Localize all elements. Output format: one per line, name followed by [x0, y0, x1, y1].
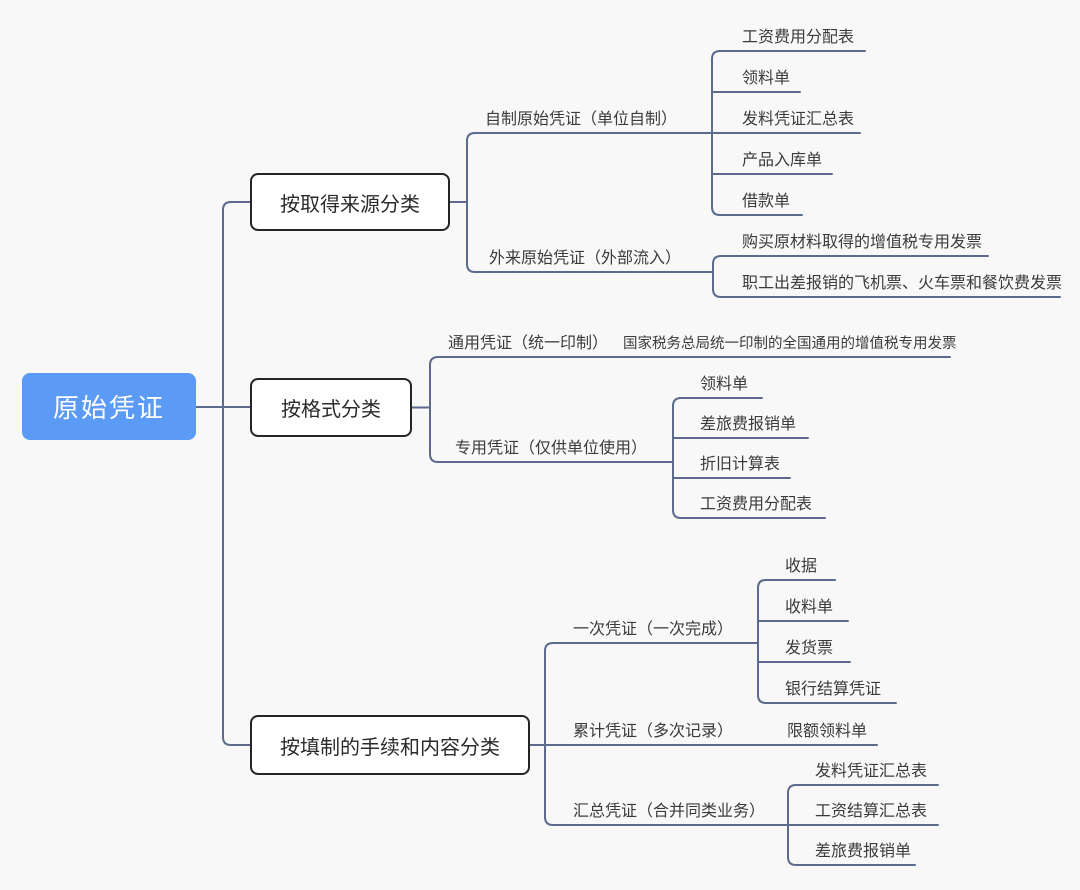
leaf-label[interactable]: 购买原材料取得的增值税专用发票: [742, 234, 983, 251]
branch-topic[interactable]: 按格式分类: [250, 378, 412, 437]
leaf-label[interactable]: 折旧计算表: [700, 456, 781, 473]
branch-topic[interactable]: 按取得来源分类: [250, 173, 450, 231]
subtopic-label[interactable]: 专用凭证（仅供单位使用）: [455, 440, 648, 457]
root-topic[interactable]: 原始凭证: [22, 373, 196, 440]
leaf-label[interactable]: 领料单: [742, 70, 791, 87]
branch-topic[interactable]: 按填制的手续和内容分类: [250, 715, 530, 775]
leaf-label[interactable]: 发料凭证汇总表: [815, 763, 928, 780]
leaf-label[interactable]: 工资费用分配表: [700, 496, 813, 513]
leaf-label[interactable]: 限额领料单: [787, 723, 868, 740]
subtopic-label[interactable]: 累计凭证（多次记录）: [573, 723, 734, 740]
subtopic-label[interactable]: 自制原始凭证（单位自制）: [485, 111, 678, 128]
subtopic-label[interactable]: 外来原始凭证（外部流入）: [489, 250, 682, 267]
leaf-label[interactable]: 工资结算汇总表: [815, 803, 928, 820]
leaf-label[interactable]: 差旅费报销单: [815, 843, 912, 860]
connector-path: [195, 50, 1061, 866]
subtopic-label[interactable]: 通用凭证（统一印制）: [448, 335, 609, 352]
leaf-label[interactable]: 发料凭证汇总表: [742, 111, 855, 128]
leaf-label[interactable]: 职工出差报销的飞机票、火车票和餐饮费发票: [742, 275, 1063, 292]
leaf-label[interactable]: 工资费用分配表: [742, 29, 855, 46]
subtopic-label[interactable]: 一次凭证（一次完成）: [573, 621, 734, 638]
leaf-label[interactable]: 国家税务总局统一印制的全国通用的增值税专用发票: [623, 336, 957, 352]
leaf-label[interactable]: 差旅费报销单: [700, 416, 797, 433]
leaf-label[interactable]: 产品入库单: [742, 152, 823, 169]
leaf-label[interactable]: 借款单: [742, 193, 791, 210]
leaf-label[interactable]: 领料单: [700, 376, 749, 393]
leaf-label[interactable]: 银行结算凭证: [785, 681, 882, 698]
leaf-label[interactable]: 收据: [785, 558, 818, 575]
leaf-label[interactable]: 收料单: [785, 599, 834, 616]
leaf-label[interactable]: 发货票: [785, 640, 834, 657]
subtopic-label[interactable]: 汇总凭证（合并同类业务）: [573, 803, 766, 820]
